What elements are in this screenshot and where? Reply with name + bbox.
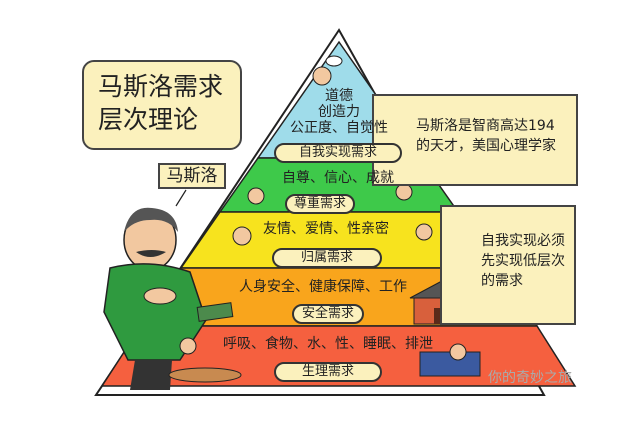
layer-label-physiological: 生理需求 [274,362,382,382]
diagram-title: 马斯洛需求 层次理论 [98,72,224,134]
layer-label-safety: 安全需求 [292,304,364,324]
note-text-iq: 马斯洛是智商高达194 的天才，美国心理学家 [416,118,556,154]
maslow-figure [103,207,207,390]
money-icon [196,302,234,322]
layer-label-belonging: 归属需求 [272,248,382,268]
title-box [82,60,242,150]
maslow-name-tag: 马斯洛 [158,163,226,189]
layer-label-esteem: 尊重需求 [285,194,355,214]
note-box-iq [372,94,578,186]
layer-desc-self-actualization: 道德 创造力 公正度、自觉性 [290,88,388,136]
bed-icon [419,351,481,377]
layer-desc-belonging: 友情、爱情、性亲密 [263,221,389,237]
layer-label-self-actualization: 自我实现需求 [274,143,402,163]
note-text-prerequisite: 自我实现必须 先实现低层次 的需求 [481,233,565,289]
thinker-head [312,66,332,86]
layer-desc-safety: 人身安全、健康保障、工作 [239,279,407,295]
watermark: 你的奇妙之旅 [488,370,572,386]
note-box-prerequisite [440,205,576,325]
layer-desc-physiological: 呼吸、食物、水、性、睡眠、排泄 [223,336,433,352]
layer-desc-esteem: 自尊、信心、成就 [282,170,394,186]
